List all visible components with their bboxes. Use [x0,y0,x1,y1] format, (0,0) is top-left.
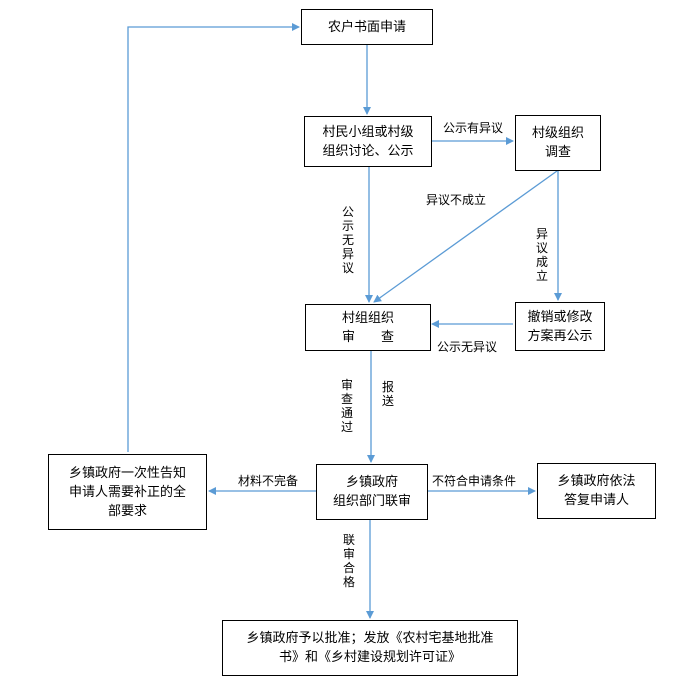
node-revoke: 撤销或修改 方案再公示 [515,302,605,351]
node-joint-line-1: 乡镇政府 [345,475,398,490]
node-apply-line-1: 农户书面申请 [327,19,406,35]
node-reply-line-1: 乡镇政府依法 [557,474,636,489]
node-joint: 乡镇政府 组织部门联审 [316,464,428,520]
label-not-qualified: 不符合申请条件 [432,474,517,488]
node-review-line-2: 审 查 [341,329,394,345]
node-joint-line-2: 组织部门联审 [332,494,411,509]
label-report: 报送 [381,380,394,408]
node-discuss-line-2: 组织讨论、公示 [322,143,414,159]
node-notify-line-3: 部要求 [107,503,147,519]
arrow-survey-to-review [373,170,558,303]
node-apply: 农户书面申请 [301,9,433,45]
node-notify: 乡镇政府一次性告知 申请人需要补正的全 部要求 [48,454,207,530]
node-survey-line-2: 调查 [544,145,571,160]
node-approve-line-2: 书》和《乡村建设规划许可证》 [278,650,461,665]
label-passed: 审查通过 [340,378,353,434]
label-no-objection-vertical: 公示无异议 [341,205,354,275]
label-objection-invalid: 异议不成立 [426,193,487,207]
node-review: 村组组织 审 查 [305,304,431,351]
node-approve-line-1: 乡镇政府予以批准；发放《农村宅基地批准 [246,631,494,646]
node-revoke-line-2: 方案再公示 [527,328,593,344]
label-objection-valid: 异议成立 [535,227,548,283]
node-review-line-1: 村组组织 [341,310,394,326]
node-notify-line-2: 申请人需要补正的全 [68,484,186,500]
node-reply: 乡镇政府依法 答复申请人 [537,463,656,519]
node-approve: 乡镇政府予以批准；发放《农村宅基地批准 书》和《乡村建设规划许可证》 [222,620,518,676]
arrow-notify-to-apply [127,23,300,452]
node-discuss: 村民小组或村级 组织讨论、公示 [304,116,432,167]
label-joint-passed: 联审合格 [342,533,355,589]
node-revoke-line-1: 撤销或修改 [527,309,593,325]
node-notify-line-1: 乡镇政府一次性告知 [68,465,186,481]
node-survey-line-1: 村级组织 [531,126,584,141]
label-no-objection-horizontal: 公示无异议 [437,340,498,354]
label-incomplete: 材料不完备 [238,474,299,488]
node-survey: 村级组织 调查 [515,115,601,171]
node-reply-line-2: 答复申请人 [563,493,629,508]
node-discuss-line-1: 村民小组或村级 [322,124,414,140]
label-objection: 公示有异议 [443,121,504,135]
